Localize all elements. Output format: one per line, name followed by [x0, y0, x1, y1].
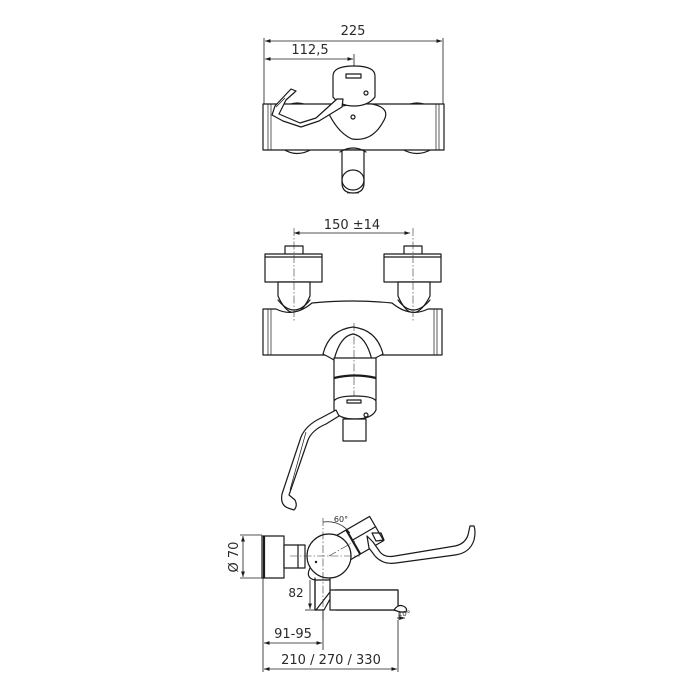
label-60: 60°	[334, 515, 348, 524]
front-view: 150 ±14	[262, 218, 443, 511]
label-112-5: 112,5	[291, 43, 328, 58]
dimension-half-width: 112,5	[265, 43, 355, 70]
spout-front	[342, 418, 367, 442]
cover-dome-front	[322, 326, 384, 361]
lever-handle-side	[366, 525, 476, 564]
angle-arc	[322, 521, 351, 534]
dimension-spout-length: 210 / 270 / 330	[264, 620, 399, 672]
label-210-270-330: 210 / 270 / 330	[281, 653, 381, 668]
connector-side	[283, 544, 306, 569]
cartridge-body	[333, 357, 377, 401]
dimension-inlet-spacing: 150 ±14	[294, 218, 410, 235]
spout-pipe-side	[329, 589, 399, 611]
inlet-cap-right	[383, 253, 442, 283]
dimension-diameter: Ø 70	[227, 534, 262, 579]
label-82: 82	[288, 586, 303, 600]
inlet-cap-left	[264, 253, 323, 283]
label-diameter: Ø 70	[227, 542, 242, 573]
label-225: 225	[341, 24, 366, 39]
dimension-outlet-height: 82	[288, 580, 318, 611]
lever-long-front	[281, 409, 340, 511]
top-view: 225 112,5	[262, 24, 445, 194]
handle-indicator	[345, 73, 362, 79]
lever-arm-top	[271, 88, 344, 128]
label-150: 150 ±14	[324, 218, 380, 233]
wall-cap-side	[261, 535, 285, 579]
handle-knob-top	[332, 65, 376, 107]
label-tip-angle: 10°	[398, 610, 410, 618]
inlet-pipe-right	[397, 281, 431, 314]
label-91-95: 91-95	[274, 627, 312, 642]
side-view: Ø 70 10°	[227, 515, 476, 672]
aerator-side	[393, 604, 408, 613]
dimension-wall-offset: 91-95	[262, 578, 324, 672]
dimension-overall-width: 225	[263, 24, 444, 105]
